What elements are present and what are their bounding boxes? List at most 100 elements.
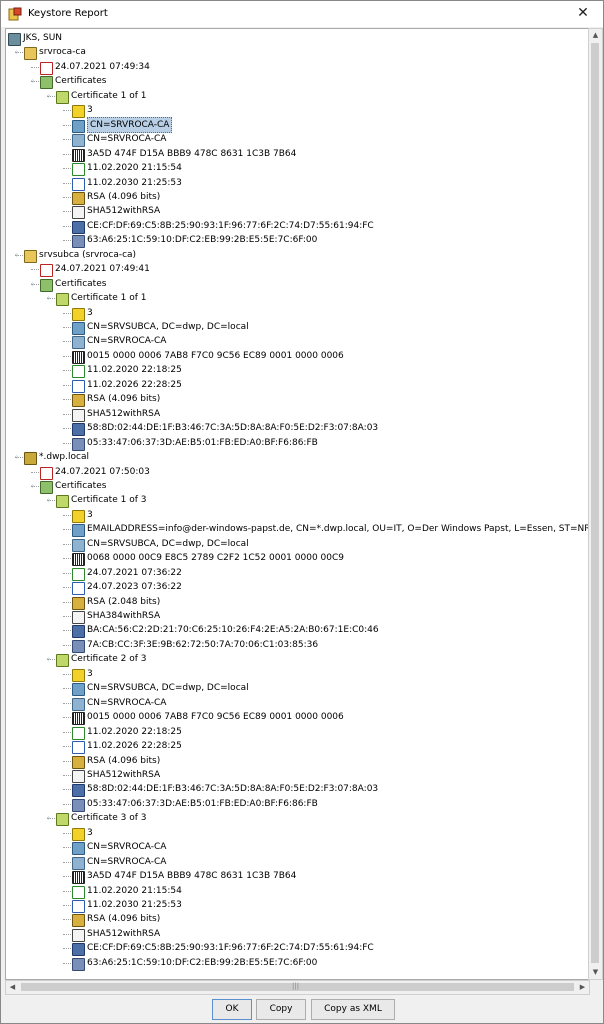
cert-field-valid-to-label: 11.02.2030 21:25:53 <box>87 900 182 910</box>
valid-from-icon <box>72 885 85 899</box>
cert-field-issuer-label: CN=SRVROCA-CA <box>87 697 167 708</box>
signature-algorithm-icon <box>72 611 85 624</box>
cert-field-public-key-label: RSA (2.048 bits) <box>87 596 161 607</box>
public-key-icon <box>72 755 85 769</box>
tree-connector <box>63 370 71 372</box>
tree-connector <box>63 428 71 430</box>
clock-icon <box>40 61 53 75</box>
version-icon <box>72 509 85 523</box>
tree-connector <box>63 746 71 748</box>
copy-button[interactable]: Copy <box>256 999 306 1020</box>
entry-0-label: srvroca-ca <box>39 47 86 58</box>
tree-connector <box>63 514 71 516</box>
valid-to-icon <box>72 900 85 913</box>
tree-connector <box>63 124 71 126</box>
tree-connector <box>63 644 71 646</box>
certificate-icon <box>56 293 69 307</box>
scroll-up-icon[interactable]: ▲ <box>592 31 599 39</box>
tree-connector <box>63 341 71 343</box>
tree-connector <box>63 110 71 112</box>
scroll-down-icon[interactable]: ▼ <box>592 968 599 976</box>
cert-field-subject-label: CN=SRVROCA-CA <box>87 116 173 133</box>
ok-button[interactable]: OK <box>212 999 252 1020</box>
md5-fingerprint-icon <box>72 235 85 249</box>
tree-connector <box>63 861 71 863</box>
close-button[interactable]: ✕ <box>577 5 589 21</box>
public-key-icon <box>72 394 85 408</box>
tree-connector <box>15 52 23 54</box>
tree-connector <box>63 355 71 357</box>
clock-icon <box>40 264 53 278</box>
tree-connector <box>31 66 39 68</box>
certificate-node-label: Certificate 1 of 1 <box>71 90 147 101</box>
scroll-right-icon[interactable]: ▶ <box>579 983 586 991</box>
md5-fingerprint-icon <box>72 957 85 971</box>
tree-connector <box>63 529 71 531</box>
cert-field-subject-label: EMAILADDRESS=info@der-windows-papst.de, … <box>87 524 589 535</box>
cert-field-md5-label: 05:33:47:06:37:3D:AE:B5:01:FB:ED:A0:BF:F… <box>87 798 318 809</box>
tree-connector <box>63 587 71 589</box>
certificate-node-label: Certificate 2 of 3 <box>71 654 147 665</box>
tree-connector <box>63 890 71 892</box>
horizontal-scroll-thumb[interactable] <box>21 983 574 991</box>
tree-connector <box>63 442 71 444</box>
scroll-left-icon[interactable]: ◀ <box>9 983 16 991</box>
cert-field-public-key-label: RSA (4.096 bits) <box>87 191 161 202</box>
tree-connector <box>31 269 39 271</box>
sha1-fingerprint-icon <box>72 625 85 639</box>
issuer-icon <box>72 856 85 870</box>
subject-icon <box>72 322 85 335</box>
certificates-icon <box>40 278 53 292</box>
tree-connector <box>47 818 55 820</box>
vertical-scroll-thumb[interactable] <box>591 43 599 963</box>
tree-connector <box>63 673 71 675</box>
tree-connector <box>63 413 71 415</box>
certificates-node-label: Certificates <box>55 76 107 87</box>
valid-from-icon <box>72 163 85 177</box>
certificate-icon <box>56 813 69 827</box>
certificate-icon <box>56 495 69 509</box>
copy-as-xml-button[interactable]: Copy as XML <box>311 999 395 1020</box>
tree-connector <box>31 471 39 473</box>
cert-field-serial-label: 0015 0000 0006 7AB8 F7C0 9C56 EC89 0001 … <box>87 712 344 723</box>
tree-connector <box>63 630 71 632</box>
serial-number-icon <box>72 871 85 885</box>
tree-connector <box>63 182 71 184</box>
horizontal-scrollbar[interactable]: ◀ ||| ▶ <box>5 980 590 995</box>
cert-field-md5-label: 63:A6:25:1C:59:10:DF:C2:EB:99:2B:E5:5E:7… <box>87 957 318 968</box>
tree-connector <box>15 457 23 459</box>
cert-field-issuer-label: CN=SRVROCA-CA <box>87 134 167 145</box>
tree-connector <box>15 254 23 256</box>
key-entry-icon <box>24 249 37 263</box>
sha1-fingerprint-icon <box>72 784 85 798</box>
entry-2-label: *.dwp.local <box>39 452 89 463</box>
keystore-app-icon <box>8 7 22 21</box>
cert-field-sha1-label: CE:CF:DF:69:C5:8B:25:90:93:1F:96:77:6F:2… <box>87 220 374 231</box>
tree-connector <box>63 962 71 964</box>
tree-connector <box>63 558 71 560</box>
cert-field-sha1-label: 58:8D:02:44:DE:1F:B3:46:7C:3A:5D:8A:8A:F… <box>87 423 379 434</box>
keystore-root-label: JKS, SUN <box>23 33 63 43</box>
version-icon <box>72 668 85 682</box>
tree-connector <box>31 283 39 285</box>
cert-field-version-label: 3 <box>87 827 93 838</box>
cert-field-md5-label: 7A:CB:CC:3F:3E:9B:62:72:50:7A:70:06:C1:0… <box>87 639 319 650</box>
serial-number-icon <box>72 553 85 567</box>
certificate-icon <box>56 654 69 668</box>
cert-field-valid-from-label: 11.02.2020 22:18:25 <box>87 726 182 737</box>
cert-field-serial-label: 3A5D 474F D15A BBB9 478C 8631 1C3B 7B64 <box>87 871 297 882</box>
version-icon <box>72 827 85 841</box>
entry-date-label: 24.07.2021 07:49:34 <box>55 61 150 72</box>
serial-number-icon <box>72 712 85 726</box>
tree-connector <box>63 876 71 878</box>
vertical-scrollbar[interactable]: ▲ ▼ <box>588 28 603 980</box>
tree-connector <box>63 789 71 791</box>
cert-field-public-key-label: RSA (4.096 bits) <box>87 755 161 766</box>
tree-connector <box>63 399 71 401</box>
tree-connector <box>63 774 71 776</box>
tree-connector <box>63 731 71 733</box>
subject-icon <box>72 842 85 856</box>
issuer-icon <box>72 697 85 711</box>
tree-connector <box>63 948 71 950</box>
